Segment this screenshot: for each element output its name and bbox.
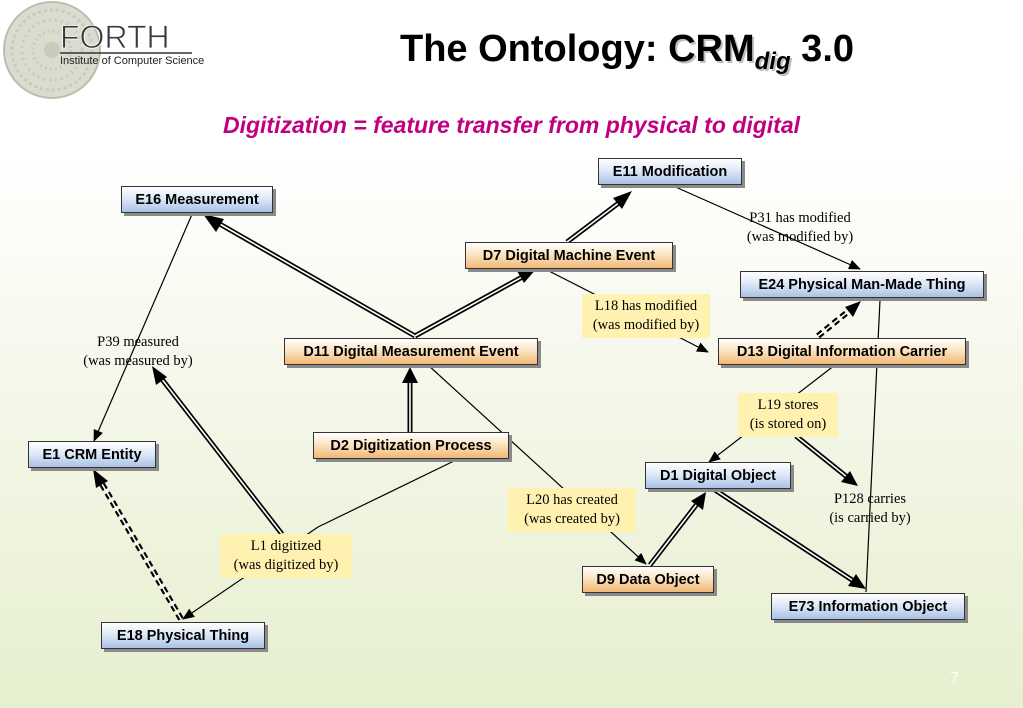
title-suffix: 3.0 bbox=[790, 28, 855, 70]
isa-d2-d11 bbox=[402, 367, 418, 432]
edge-p39 bbox=[93, 211, 194, 442]
title-crm-text: CRM bbox=[668, 28, 755, 70]
edge-l1-d2 bbox=[317, 459, 457, 528]
isa-dashed-d13-e24 bbox=[816, 301, 861, 339]
forth-seal-icon bbox=[3, 1, 101, 99]
label-l18: L18 has modified (was modified by) bbox=[582, 294, 710, 338]
label-p31-forward: P31 has modified bbox=[749, 210, 851, 226]
label-l1-inverse: (was digitized by) bbox=[233, 557, 339, 573]
label-l20: L20 has created (was created by) bbox=[508, 488, 636, 532]
isa-d11-e16 bbox=[203, 214, 417, 339]
label-p128: P128 carries (is carried by) bbox=[812, 490, 928, 528]
label-p31: P31 has modified (was modified by) bbox=[730, 209, 870, 247]
logo-subtitle: Institute of Computer Science bbox=[60, 55, 204, 67]
node-d13-digital-information-carrier[interactable]: D13 Digital Information Carrier bbox=[718, 338, 966, 365]
title-crm: CRMdig bbox=[668, 28, 791, 75]
label-l19-forward: L19 stores bbox=[757, 397, 819, 413]
isa-l1-p39 bbox=[152, 366, 284, 536]
label-l20-forward: L20 has created bbox=[526, 492, 618, 508]
node-e73-information-object[interactable]: E73 Information Object bbox=[771, 593, 965, 620]
node-d1-digital-object[interactable]: D1 Digital Object bbox=[645, 462, 791, 489]
page-subtitle: Digitization = feature transfer from phy… bbox=[222, 112, 800, 138]
label-p31-inverse: (was modified by) bbox=[746, 229, 854, 245]
label-p39: P39 measured (was measured by) bbox=[70, 333, 206, 371]
label-l19: L19 stores (is stored on) bbox=[738, 393, 838, 437]
label-p128-inverse: (is carried by) bbox=[829, 510, 911, 526]
label-p39-inverse: (was measured by) bbox=[83, 353, 193, 369]
label-p39-forward: P39 measured bbox=[97, 334, 179, 350]
label-l18-inverse: (was modified by) bbox=[592, 317, 700, 333]
label-l1: L1 digitized (was digitized by) bbox=[220, 534, 352, 578]
label-l20-inverse: (was created by) bbox=[524, 511, 620, 527]
label-l18-forward: L18 has modified bbox=[594, 298, 698, 314]
isa-d11-d7 bbox=[413, 268, 537, 339]
node-e24-physical-man-made-thing[interactable]: E24 Physical Man-Made Thing bbox=[740, 271, 984, 298]
forth-logo: FORTH Institute of Computer Science bbox=[3, 1, 204, 99]
title-prefix: The Ontology: bbox=[400, 28, 669, 70]
node-e11-modification[interactable]: E11 Modification bbox=[598, 158, 742, 185]
logo-name: FORTH bbox=[60, 19, 170, 55]
edge-l20 bbox=[427, 364, 647, 565]
node-d9-data-object[interactable]: D9 Data Object bbox=[582, 566, 714, 593]
title-sub: dig bbox=[754, 48, 791, 75]
node-e1-crm-entity[interactable]: E1 CRM Entity bbox=[28, 441, 156, 468]
page-title: The Ontology: CRMdig 3.0 bbox=[400, 28, 960, 76]
label-p128-forward: P128 carries bbox=[833, 491, 907, 507]
isa-dashed-e18-e1 bbox=[93, 469, 184, 621]
node-d11-digital-measurement-event[interactable]: D11 Digital Measurement Event bbox=[284, 338, 538, 365]
node-d7-digital-machine-event[interactable]: D7 Digital Machine Event bbox=[465, 242, 673, 269]
label-l19-inverse: (is stored on) bbox=[749, 416, 827, 432]
node-e18-physical-thing[interactable]: E18 Physical Thing bbox=[101, 622, 265, 649]
isa-l19-p128 bbox=[794, 434, 858, 486]
edge-p31 bbox=[670, 184, 861, 270]
page-number: 7 bbox=[950, 670, 959, 687]
isa-d1-d9 bbox=[648, 492, 706, 567]
isa-d1-e73 bbox=[710, 485, 866, 589]
label-l1-forward: L1 digitized bbox=[250, 538, 322, 554]
node-d2-digitization-process[interactable]: D2 Digitization Process bbox=[313, 432, 509, 459]
node-e16-measurement[interactable]: E16 Measurement bbox=[121, 186, 273, 213]
isa-d7-e11 bbox=[565, 191, 632, 244]
